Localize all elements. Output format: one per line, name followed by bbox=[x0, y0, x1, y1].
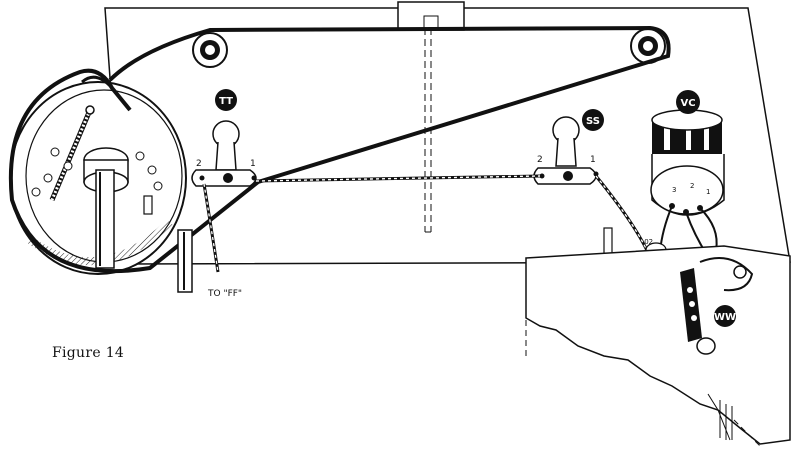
capacitor-label: .02 bbox=[642, 238, 653, 246]
tt-switch bbox=[191, 120, 257, 187]
vc-terminal-2: 2 bbox=[690, 182, 694, 190]
ss-terminal-1: 1 bbox=[590, 155, 596, 165]
vc-control bbox=[650, 109, 725, 216]
ww-terminal-strip bbox=[680, 257, 754, 355]
ss-terminal-2: 2 bbox=[537, 155, 543, 165]
ss-switch bbox=[533, 116, 599, 185]
tt-terminal-2: 2 bbox=[196, 159, 202, 169]
ww-badge bbox=[714, 305, 736, 327]
vc-badge bbox=[676, 90, 700, 114]
ss-badge bbox=[582, 109, 604, 131]
vc-terminal-3: 3 bbox=[672, 186, 676, 194]
tt-badge bbox=[215, 89, 237, 111]
tt-label: TT bbox=[219, 96, 233, 107]
figure-caption: Figure 14 bbox=[52, 345, 125, 361]
lower-chassis bbox=[525, 245, 791, 445]
tt-terminal-1: 1 bbox=[250, 159, 256, 169]
ww-label: WW bbox=[714, 312, 736, 323]
to-ff-label: TO "FF" bbox=[207, 289, 242, 299]
vc-label: VC bbox=[680, 98, 695, 109]
dial-cord bbox=[8, 25, 671, 274]
left-pulley bbox=[192, 32, 228, 68]
ss-label: SS bbox=[586, 116, 600, 127]
vc-terminal-1: 1 bbox=[706, 188, 710, 196]
dial-drum bbox=[9, 81, 187, 275]
